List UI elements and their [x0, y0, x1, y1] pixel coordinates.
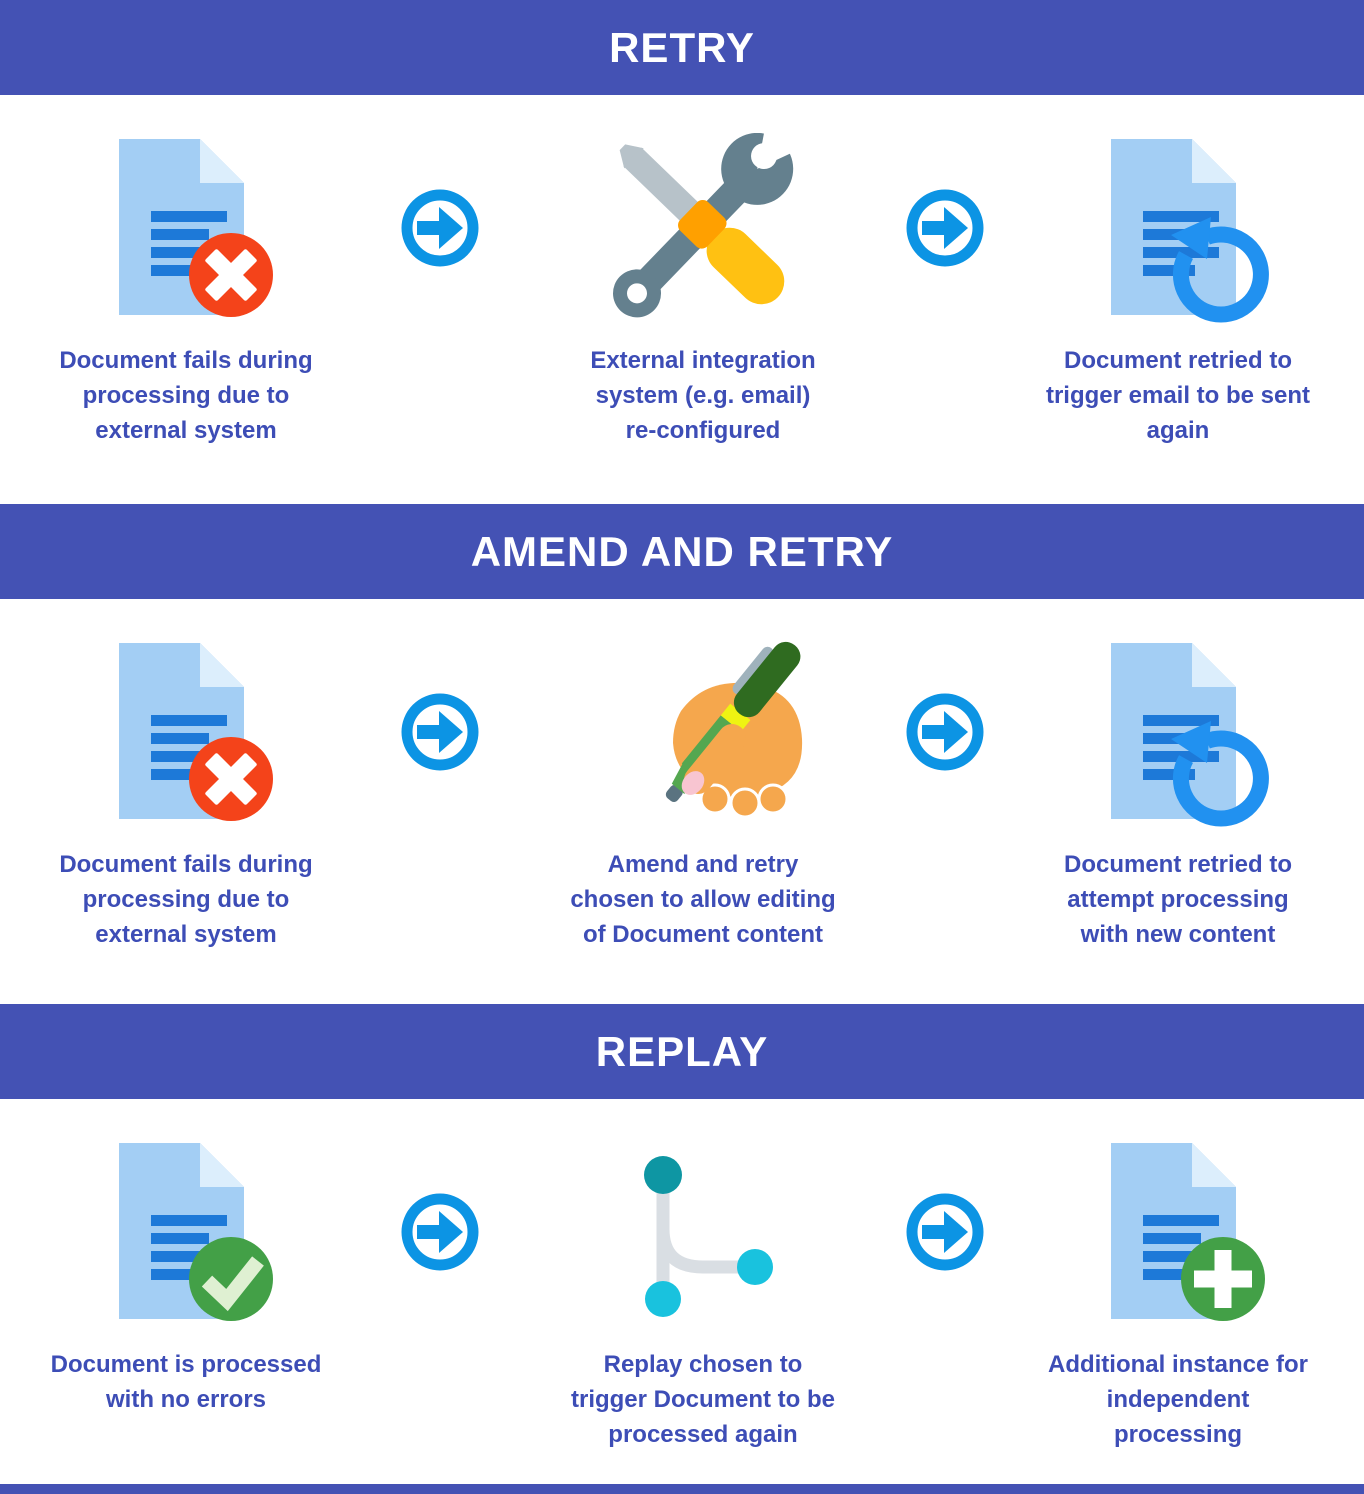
section-title: RETRY: [609, 23, 755, 71]
section-header-amend-and-retry: AMEND AND RETRY: [0, 504, 1364, 599]
arrow-icon: [898, 637, 992, 827]
arrow-icon: [372, 637, 508, 827]
step-additional-instance: Additional instance for independent proc…: [992, 1137, 1364, 1484]
section-amend-and-retry: AMEND AND RETRY: [0, 504, 1364, 1004]
branch-icon: [603, 1137, 803, 1327]
step-replay-chosen: Replay chosen to trigger Document to be …: [508, 1137, 898, 1484]
arrow-icon: [898, 133, 992, 323]
section-header-replay: REPLAY: [0, 1004, 1364, 1099]
section-steps-row: Document fails during processing due to …: [0, 599, 1364, 1004]
arrow-icon: [372, 133, 508, 323]
bottom-banner-strip: [0, 1484, 1364, 1494]
step-caption: External integration system (e.g. email)…: [590, 347, 816, 444]
step-document-retried: Document retried to trigger email to be …: [992, 133, 1364, 504]
step-document-fails: Document fails during processing due to …: [0, 637, 372, 1004]
section-title: REPLAY: [595, 1027, 769, 1075]
step-amend-chosen: Amend and retry chosen to allow editing …: [508, 637, 898, 1004]
document-retry-icon: [1083, 133, 1273, 323]
step-external-system: External integration system (e.g. email)…: [508, 133, 898, 504]
section-replay: REPLAY Document is: [0, 1004, 1364, 1484]
section-title: AMEND AND RETRY: [470, 527, 894, 575]
document-plus-icon: [1083, 1137, 1273, 1327]
step-document-processed: Document is processed with no errors: [0, 1137, 372, 1484]
arrow-icon: [898, 1137, 992, 1327]
step-caption: Replay chosen to trigger Document to be …: [570, 1351, 835, 1448]
step-caption: Document retried to attempt processing w…: [1063, 851, 1293, 948]
step-caption: Document retried to trigger email to be …: [1045, 347, 1311, 444]
arrow-icon: [372, 1137, 508, 1327]
step-caption: Document fails during processing due to …: [59, 851, 313, 948]
section-retry: RETRY: [0, 0, 1364, 504]
document-error-icon: [91, 133, 281, 323]
pen-edit-icon: [603, 637, 803, 827]
section-header-retry: RETRY: [0, 0, 1364, 95]
section-steps-row: Document is processed with no errors: [0, 1099, 1364, 1484]
step-caption: Additional instance for independent proc…: [1047, 1351, 1308, 1448]
section-steps-row: Document fails during processing due to …: [0, 95, 1364, 504]
step-caption: Document is processed with no errors: [50, 1351, 322, 1413]
tools-icon: [603, 133, 803, 323]
step-document-fails: Document fails during processing due to …: [0, 133, 372, 504]
step-caption: Amend and retry chosen to allow editing …: [570, 851, 836, 948]
document-error-icon: [91, 637, 281, 827]
step-document-retried: Document retried to attempt processing w…: [992, 637, 1364, 1004]
document-check-icon: [91, 1137, 281, 1327]
document-retry-icon: [1083, 637, 1273, 827]
step-caption: Document fails during processing due to …: [59, 347, 313, 444]
